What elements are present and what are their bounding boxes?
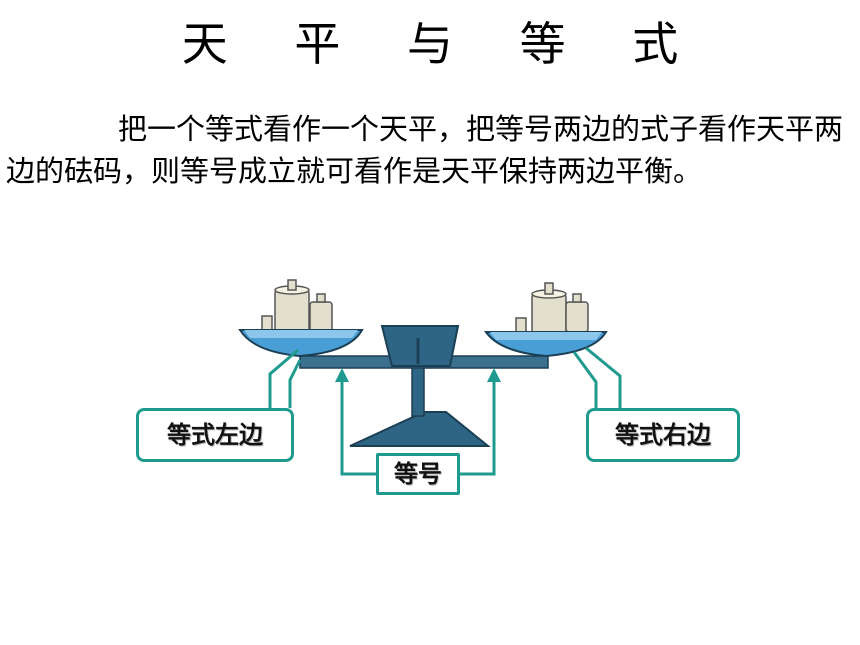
equal-sign-label: 等号 <box>376 453 460 495</box>
callout-connectors <box>268 346 622 476</box>
left-weights <box>261 279 333 335</box>
arrow-left-equal <box>335 368 349 382</box>
scale-base <box>349 411 491 447</box>
arrow-right-equal <box>487 368 501 382</box>
right-weights <box>515 282 589 335</box>
page-title: 天 平 与 等 式 <box>181 17 705 71</box>
explanation-paragraph: 把一个等式看作一个天平，把等号两边的式子看作天平两边的砝码，则等号成立就可看作是… <box>6 112 844 188</box>
left-side-label: 等式左边 <box>136 408 294 462</box>
scale-pivot <box>380 325 460 367</box>
balance-scale-diagram <box>238 279 622 476</box>
right-side-label: 等式右边 <box>586 408 740 462</box>
